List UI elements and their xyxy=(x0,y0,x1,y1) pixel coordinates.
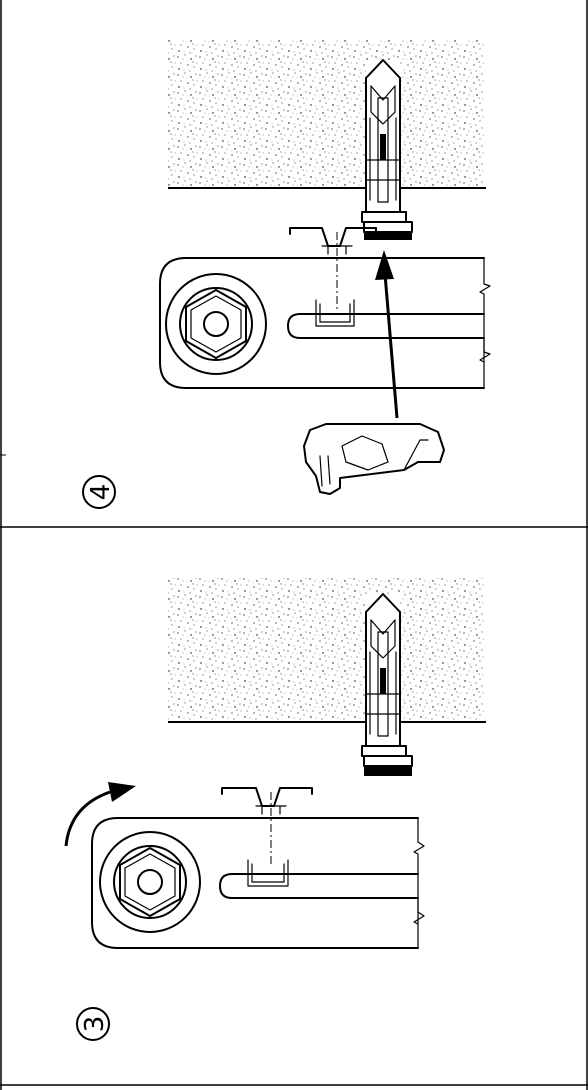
step-4-label: 4 xyxy=(86,484,116,501)
panel-step-3: 3 xyxy=(64,578,486,1041)
step-3-badge: 3 xyxy=(76,1007,110,1041)
anchor-bolt xyxy=(361,59,413,240)
insert-arrow xyxy=(375,250,399,419)
wall-texture-3 xyxy=(168,578,484,720)
wall-texture xyxy=(168,40,484,188)
step-3-label: 3 xyxy=(80,1016,110,1033)
slotted-bar-3 xyxy=(91,817,425,949)
step-4-badge: 4 xyxy=(82,475,116,509)
anchor-bolt-3 xyxy=(361,593,413,776)
mounting-clip xyxy=(289,227,377,310)
mounting-clip-3 xyxy=(221,787,313,866)
hex-nut xyxy=(165,273,267,375)
hex-nut-3 xyxy=(99,831,201,933)
rotate-arrow xyxy=(64,782,136,847)
spring-clip-part xyxy=(303,423,445,495)
panel-step-4: 4 xyxy=(82,40,491,509)
slotted-bar xyxy=(159,257,491,389)
